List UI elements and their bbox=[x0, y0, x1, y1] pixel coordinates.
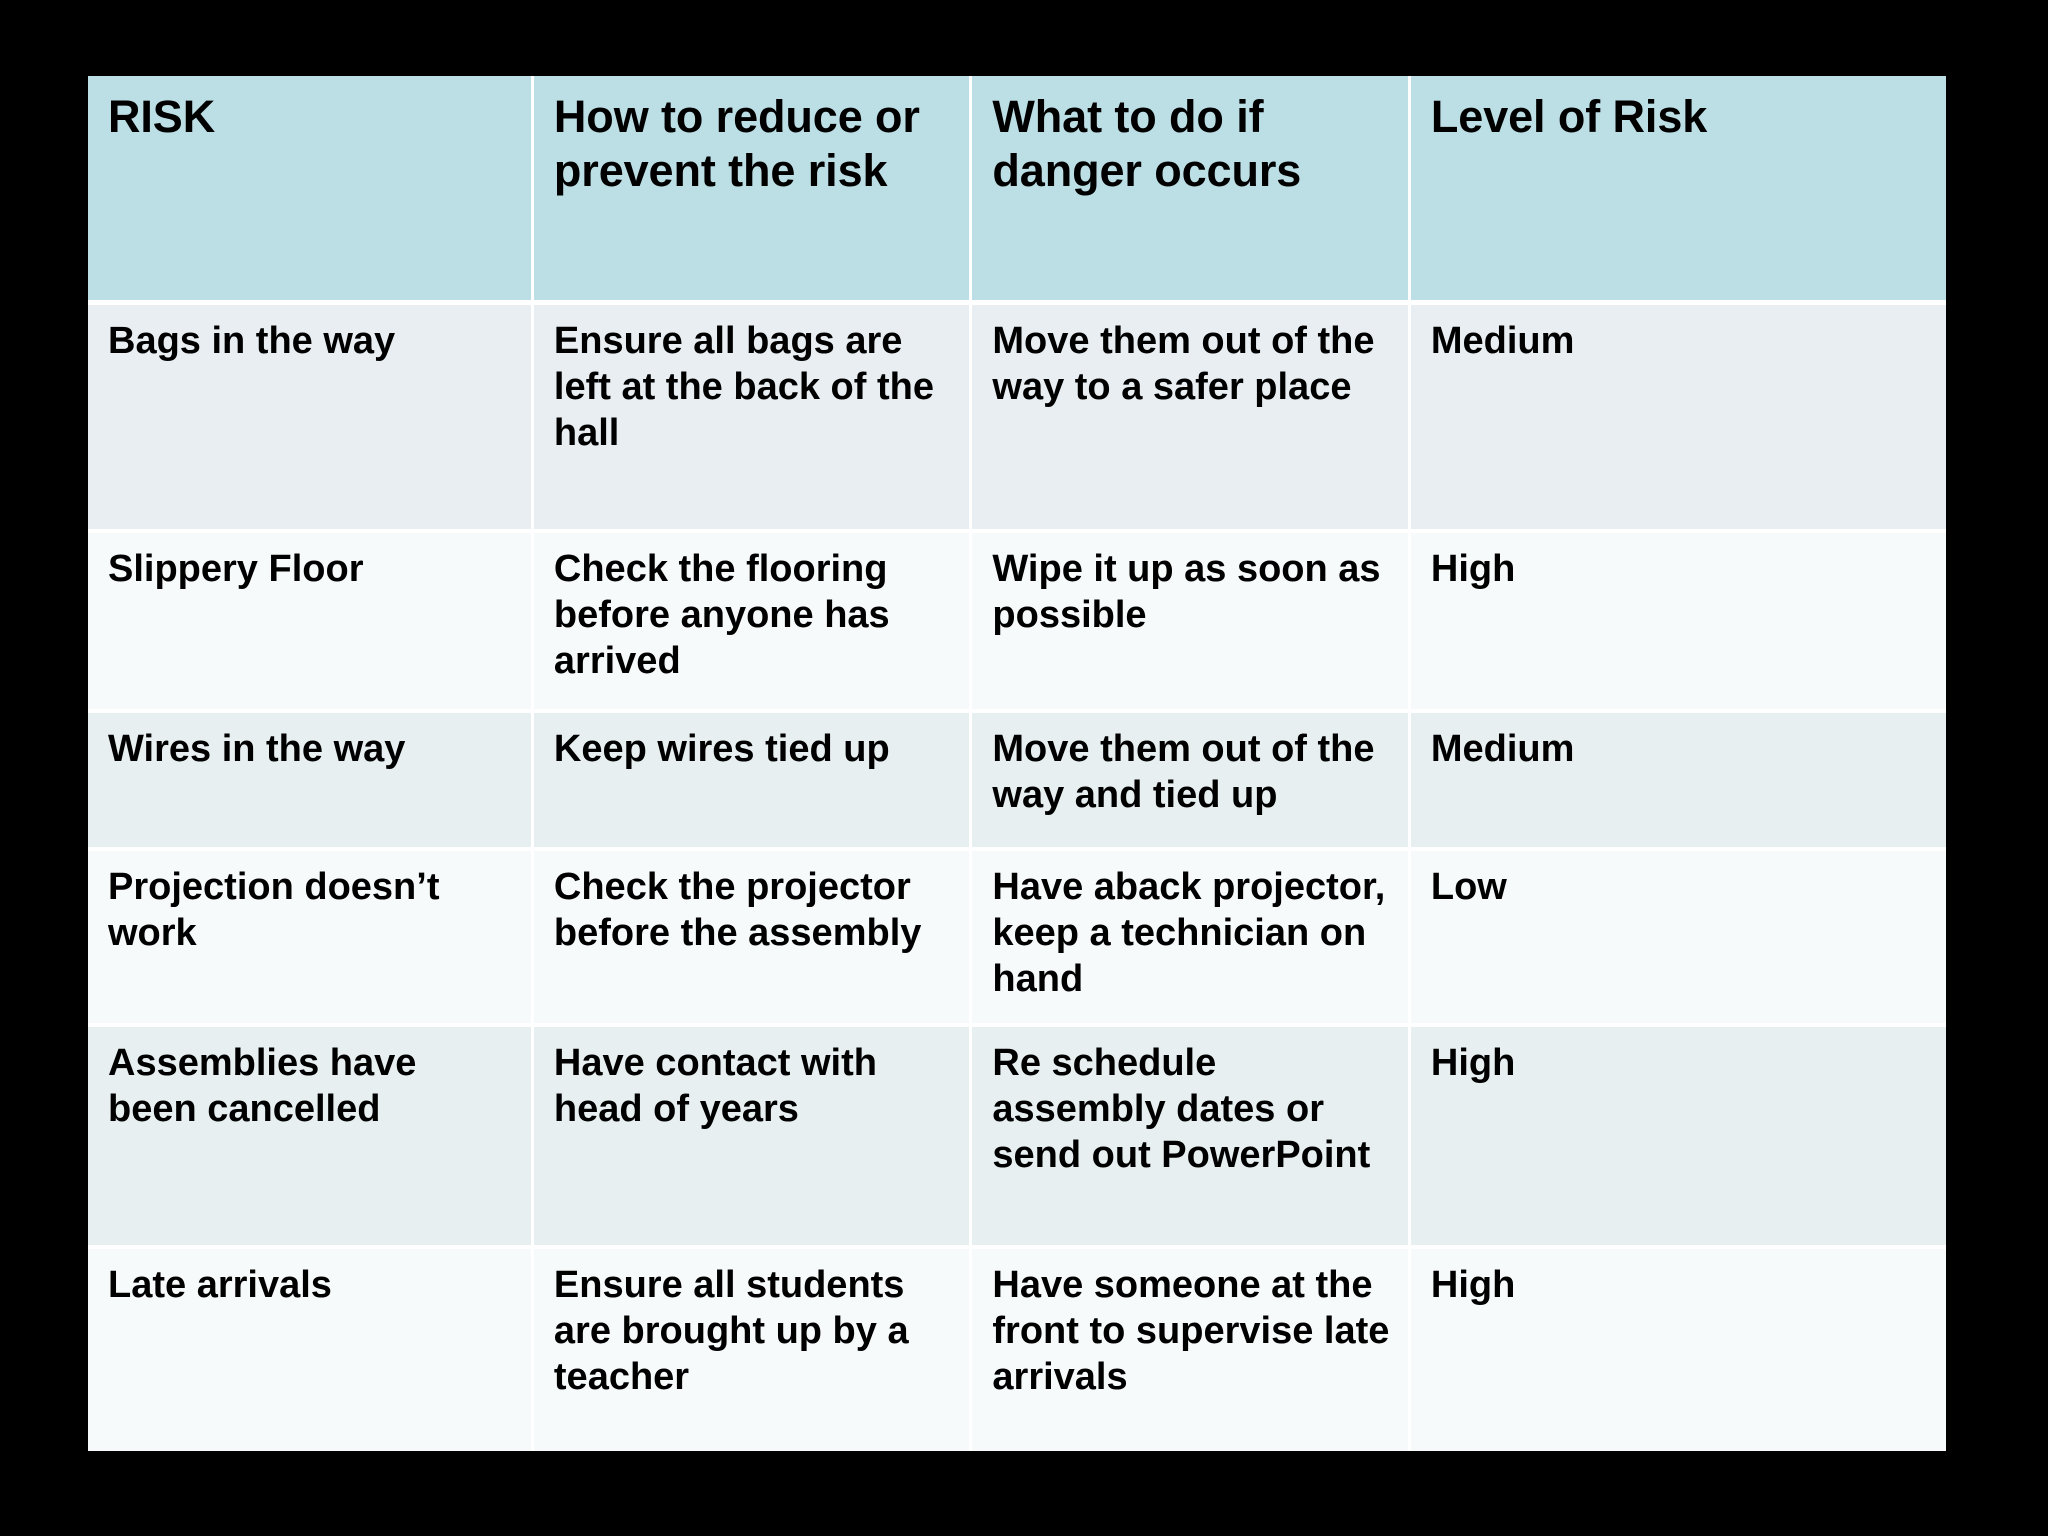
table-header: RISK How to reduce or prevent the risk W… bbox=[88, 76, 1946, 305]
cell-risk: Projection doesn’t work bbox=[88, 851, 534, 1027]
cell-level: Medium bbox=[1410, 713, 1946, 851]
cell-response-text: Have someone at the front to supervise l… bbox=[992, 1264, 1390, 1398]
table-row: Late arrivals Ensure all students are br… bbox=[88, 1249, 1946, 1451]
cell-response: Move them out of the way and tied up bbox=[972, 713, 1411, 851]
cell-response: Have aback projector, keep a technician … bbox=[972, 851, 1411, 1027]
cell-level-text: Medium bbox=[1430, 320, 1575, 362]
cell-level: High bbox=[1410, 533, 1946, 713]
cell-risk: Assemblies have been cancelled bbox=[88, 1027, 534, 1249]
cell-level-text: High bbox=[1430, 1042, 1516, 1084]
cell-level-text: Medium bbox=[1430, 728, 1575, 770]
cell-risk-text: Projection doesn’t work bbox=[108, 866, 440, 954]
cell-response: Have someone at the front to supervise l… bbox=[972, 1249, 1411, 1451]
column-header-response: What to do if danger occurs bbox=[972, 76, 1411, 305]
cell-prevent-text: Ensure all bags are left at the back of … bbox=[553, 320, 934, 454]
table-body: Bags in the way Ensure all bags are left… bbox=[88, 305, 1946, 1451]
cell-response: Move them out of the way to a safer plac… bbox=[972, 305, 1411, 533]
cell-level-text: Low bbox=[1430, 866, 1507, 908]
table-row: Bags in the way Ensure all bags are left… bbox=[88, 305, 1946, 533]
cell-prevent: Check the flooring before anyone has arr… bbox=[533, 533, 973, 713]
cell-prevent: Ensure all students are brought up by a … bbox=[533, 1249, 973, 1451]
cell-prevent-text: Have contact with head of years bbox=[553, 1042, 877, 1130]
cell-prevent-text: Keep wires tied up bbox=[553, 728, 890, 770]
risk-assessment-table: RISK How to reduce or prevent the risk W… bbox=[88, 76, 1946, 1451]
cell-level: Low bbox=[1410, 851, 1946, 1027]
cell-response: Wipe it up as soon as possible bbox=[972, 533, 1411, 713]
column-header-risk: RISK bbox=[88, 76, 534, 305]
table-row: Slippery Floor Check the flooring before… bbox=[88, 533, 1946, 713]
column-header-prevent-label: How to reduce or prevent the risk bbox=[553, 91, 920, 197]
column-header-risk-label: RISK bbox=[108, 91, 216, 142]
risk-assessment-table-container: RISK How to reduce or prevent the risk W… bbox=[88, 76, 1946, 1451]
cell-response-text: Wipe it up as soon as possible bbox=[992, 548, 1381, 636]
cell-level-text: High bbox=[1430, 1264, 1516, 1306]
cell-response-text: Move them out of the way to a safer plac… bbox=[992, 320, 1375, 408]
cell-response: Re schedule assembly dates or send out P… bbox=[972, 1027, 1411, 1249]
cell-risk-text: Slippery Floor bbox=[108, 548, 364, 590]
cell-risk: Wires in the way bbox=[88, 713, 534, 851]
cell-risk: Late arrivals bbox=[88, 1249, 534, 1451]
cell-risk-text: Late arrivals bbox=[108, 1264, 332, 1306]
table-header-row: RISK How to reduce or prevent the risk W… bbox=[88, 76, 1946, 305]
cell-response-text: Move them out of the way and tied up bbox=[992, 728, 1375, 816]
cell-level-text: High bbox=[1430, 548, 1516, 590]
cell-response-text: Re schedule assembly dates or send out P… bbox=[992, 1042, 1371, 1176]
cell-risk-text: Wires in the way bbox=[108, 728, 406, 770]
cell-risk: Bags in the way bbox=[88, 305, 534, 533]
cell-level: High bbox=[1410, 1027, 1946, 1249]
cell-prevent-text: Check the projector before the assembly bbox=[553, 866, 922, 954]
cell-prevent: Ensure all bags are left at the back of … bbox=[533, 305, 973, 533]
column-header-prevent: How to reduce or prevent the risk bbox=[533, 76, 973, 305]
column-header-level: Level of Risk bbox=[1410, 76, 1946, 305]
cell-risk-text: Bags in the way bbox=[108, 320, 396, 362]
table-row: Projection doesn’t work Check the projec… bbox=[88, 851, 1946, 1027]
column-header-response-label: What to do if danger occurs bbox=[992, 91, 1302, 197]
cell-prevent-text: Ensure all students are brought up by a … bbox=[553, 1264, 909, 1398]
cell-response-text: Have aback projector, keep a technician … bbox=[992, 866, 1386, 1000]
cell-level: Medium bbox=[1410, 305, 1946, 533]
cell-risk: Slippery Floor bbox=[88, 533, 534, 713]
cell-prevent: Have contact with head of years bbox=[533, 1027, 973, 1249]
cell-prevent-text: Check the flooring before anyone has arr… bbox=[553, 548, 890, 682]
cell-prevent: Keep wires tied up bbox=[533, 713, 973, 851]
table-row: Wires in the way Keep wires tied up Move… bbox=[88, 713, 1946, 851]
cell-risk-text: Assemblies have been cancelled bbox=[108, 1042, 417, 1130]
cell-level: High bbox=[1410, 1249, 1946, 1451]
table-row: Assemblies have been cancelled Have cont… bbox=[88, 1027, 1946, 1249]
cell-prevent: Check the projector before the assembly bbox=[533, 851, 973, 1027]
column-header-level-label: Level of Risk bbox=[1430, 91, 1708, 142]
